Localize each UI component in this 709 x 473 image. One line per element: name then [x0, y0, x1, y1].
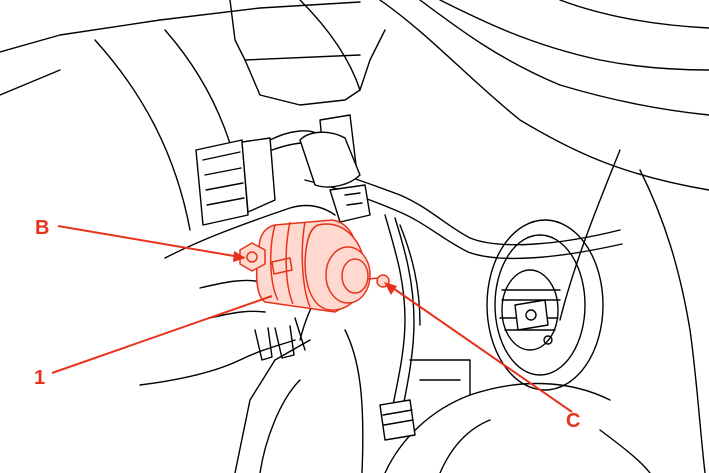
callout-label-1: 1: [34, 367, 45, 389]
callout-label-b: B: [35, 217, 49, 239]
wiring-harness: [379, 214, 421, 441]
air-vent: [486, 219, 604, 391]
leader-lines: [51, 225, 573, 413]
arrowhead-b: [233, 251, 246, 262]
leader-line-1: [51, 295, 273, 374]
leader-line-c: [389, 285, 573, 413]
blower-motor: [255, 219, 371, 313]
fastener-b: [239, 242, 266, 272]
callout-label-c: C: [566, 410, 580, 432]
control-cable: [299, 131, 623, 260]
leader-line-b: [57, 225, 241, 258]
arrowhead-c: [384, 282, 397, 295]
technician-hand: [139, 204, 336, 386]
